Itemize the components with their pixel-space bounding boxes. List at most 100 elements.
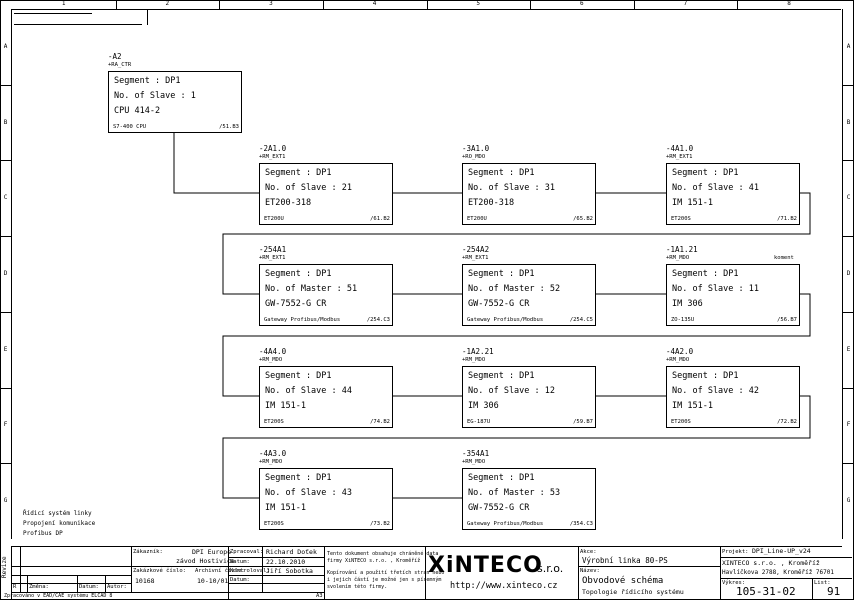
device-segment: Segment : DP1 bbox=[265, 473, 332, 483]
device-address: No. of Slave : 11 bbox=[672, 284, 759, 294]
device-ref[interactable]: /354.C3 bbox=[569, 521, 593, 527]
device-segment: Segment : DP1 bbox=[265, 168, 332, 178]
company-line-2: Havlíčkova 2788, Kroměříž 76701 bbox=[722, 569, 834, 576]
company-url[interactable]: http://www.xinteco.cz bbox=[450, 581, 558, 591]
row-divider bbox=[0, 463, 11, 465]
device-ref[interactable]: /65.B2 bbox=[573, 216, 593, 222]
device-ref[interactable]: /72.B2 bbox=[777, 419, 797, 425]
device-model: IM 306 bbox=[672, 299, 703, 309]
device-type: ET200U bbox=[264, 216, 284, 222]
device-ref[interactable]: /61.B2 bbox=[370, 216, 390, 222]
row-divider bbox=[843, 387, 854, 389]
drawing-subname: Topologie řídicího systému bbox=[582, 588, 684, 596]
device-type: ET200S bbox=[671, 216, 691, 222]
device-tag-254a2: -254A2 bbox=[462, 245, 490, 254]
row-marker: F bbox=[846, 421, 851, 429]
device-type: ZO-135U bbox=[671, 317, 695, 323]
device-ref[interactable]: /51.B3 bbox=[219, 124, 239, 130]
column-marker: 7 bbox=[683, 0, 688, 7]
device-model: GW-7552-G CR bbox=[468, 299, 530, 309]
column-divider bbox=[322, 0, 324, 9]
archive-number-label: Archivní číslo: bbox=[195, 568, 245, 574]
device-ref[interactable]: /254.C5 bbox=[569, 317, 593, 323]
device-model: GW-7552-G CR bbox=[265, 299, 327, 309]
device-ref[interactable]: /59.B7 bbox=[573, 419, 593, 425]
device-segment: Segment : DP1 bbox=[468, 269, 535, 279]
processed-by: Richard Doťek bbox=[266, 548, 317, 556]
device-type: S7-400 CPU bbox=[113, 124, 147, 130]
device-ref[interactable]: /254.C3 bbox=[366, 317, 390, 323]
device-type: EG-187U bbox=[467, 419, 491, 425]
device-tag-4a2-0: -4A2.0 bbox=[666, 347, 694, 356]
device-ref[interactable]: /73.B2 bbox=[370, 521, 390, 527]
device-tag-3a1-0: -3A1.0 bbox=[462, 144, 490, 153]
row-divider bbox=[843, 311, 854, 313]
column-marker: 6 bbox=[579, 0, 584, 7]
revision-label: Revize bbox=[1, 556, 8, 578]
company-line-1: XINTECO s.r.o. , Kroměříž bbox=[722, 559, 820, 567]
column-marker: 8 bbox=[787, 0, 791, 7]
device-model: GW-7552-G CR bbox=[468, 503, 530, 513]
header-stub-divider bbox=[147, 9, 148, 25]
row-marker: C bbox=[3, 194, 8, 202]
device-tag-a2: -A2 bbox=[108, 52, 122, 61]
device-tag-254a1: -254A1 bbox=[259, 245, 287, 254]
device-ref[interactable]: /56.B7 bbox=[777, 317, 797, 323]
device-address: No. of Slave : 44 bbox=[265, 386, 352, 396]
device-location: +RM_EXT1 bbox=[462, 255, 489, 261]
bus-wire-10 bbox=[222, 395, 811, 499]
row-divider bbox=[843, 236, 854, 238]
device-type: ET200S bbox=[264, 419, 284, 425]
column-divider bbox=[219, 0, 221, 9]
legal-line-3: Kopírování a použití třetích stran nebo bbox=[327, 570, 445, 576]
date-value: 22.10.2010 bbox=[266, 558, 306, 566]
row-marker: B bbox=[846, 118, 851, 126]
column-marker: 3 bbox=[269, 0, 273, 7]
drawing-number: 105-31-02 bbox=[736, 585, 796, 598]
legal-line-4: i jejich částí je možné jen s písemným bbox=[327, 577, 442, 583]
device-model: IM 151-1 bbox=[265, 503, 306, 513]
column-marker: 4 bbox=[372, 0, 377, 7]
device-location: +RM_MDO bbox=[462, 357, 486, 363]
rev-change-label: Změna: bbox=[29, 584, 49, 590]
row-divider bbox=[0, 160, 11, 162]
row-marker: B bbox=[3, 118, 8, 126]
customer-label: Zákazník: bbox=[133, 549, 163, 555]
device-segment: Segment : DP1 bbox=[265, 371, 332, 381]
device-type: ET200U bbox=[467, 216, 487, 222]
column-marker: 1 bbox=[61, 0, 66, 7]
column-marker: 2 bbox=[165, 0, 170, 7]
row-divider bbox=[0, 236, 11, 238]
bus-wire-7 bbox=[222, 293, 811, 397]
sheet-number: 91 bbox=[827, 585, 841, 598]
device-ref[interactable]: /71.B2 bbox=[777, 216, 797, 222]
row-divider bbox=[843, 84, 854, 86]
device-address: No. of Slave : 1 bbox=[114, 91, 196, 101]
device-segment: Segment : DP1 bbox=[672, 168, 739, 178]
device-address: No. of Master : 53 bbox=[468, 488, 561, 498]
device-model: IM 151-1 bbox=[672, 401, 713, 411]
device-type: Gateway Profibus/Modbus bbox=[467, 521, 544, 527]
device-tag-354a1: -354A1 bbox=[462, 449, 490, 458]
project-value: DPI_Line-UP_v24 bbox=[752, 547, 811, 555]
device-ref[interactable]: /74.B2 bbox=[370, 419, 390, 425]
sheet-label: List: bbox=[814, 580, 831, 586]
legal-line-5: svolením této firmy. bbox=[327, 584, 388, 590]
header-stub-line bbox=[14, 13, 92, 14]
device-type: Gateway Profibus/Modbus bbox=[467, 317, 544, 323]
device-location: +RM_EXT1 bbox=[666, 154, 693, 160]
row-divider bbox=[0, 84, 11, 86]
